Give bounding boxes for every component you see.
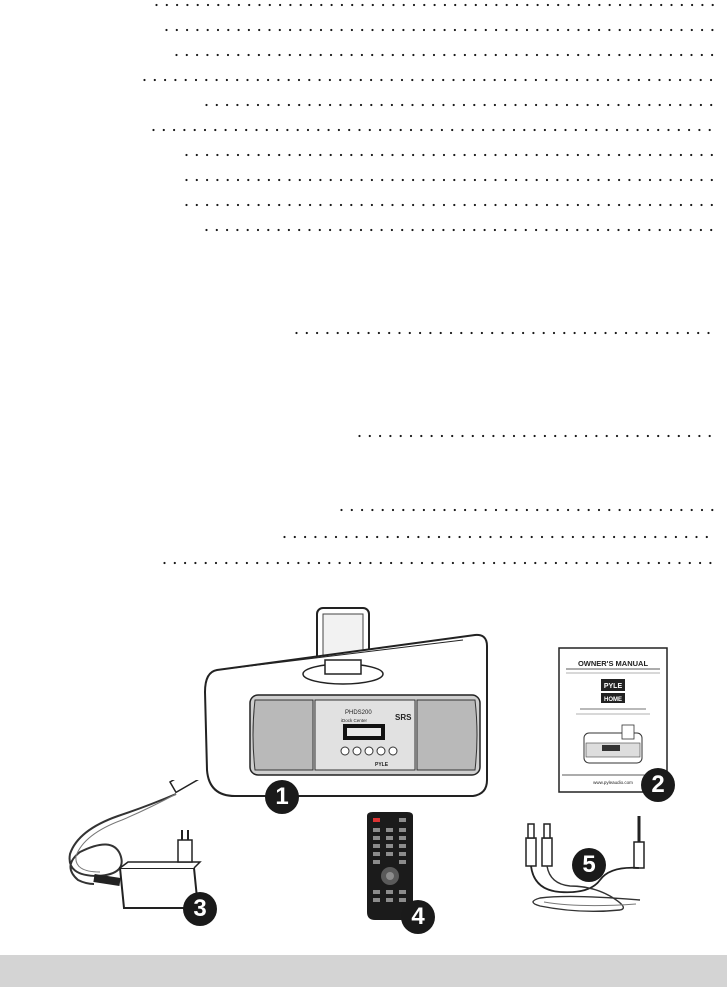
toc-leader-row [143,78,717,82]
toc-leader-row [185,203,717,207]
toc-leader-row [175,53,717,57]
device-logo-text: PYLE [375,762,389,768]
rca-cable-illustration [525,816,645,913]
manual-logo-line2: HOME [604,697,622,703]
toc-leader-row [205,228,717,232]
item-number-badge: 3 [183,892,217,926]
toc-leader-row [283,535,717,539]
toc-leader-row [295,331,717,335]
device-model-label: PHDS200 [345,710,372,716]
item-number-badge: 1 [265,780,299,814]
power-adapter-illustration [68,780,202,909]
toc-leader-row [165,28,717,32]
remote-control-illustration [367,812,413,920]
item-number-badge: 5 [572,848,606,882]
item-number-badge: 2 [641,768,675,802]
manual-logo-line1: PYLE [604,683,623,690]
manual-title: OWNER'S MANUAL [578,659,649,668]
toc-leader-row [155,3,717,7]
docking-speaker-illustration: PHDS200 iDock Center SRS PYLE [203,607,488,797]
footer-bar [0,955,727,987]
toc-leader-lines [143,3,717,565]
toc-leader-row [152,128,717,132]
item-number-badge: 4 [401,900,435,934]
owners-manual-illustration: OWNER'S MANUAL PYLE HOME www.pyleaudio.c… [558,647,668,793]
srs-badge: SRS [395,713,412,722]
toc-leader-row [185,153,717,157]
device-sublabel: iDock Center [341,718,368,723]
toc-leader-row [340,508,717,512]
toc-leader-row [205,103,717,107]
toc-leader-row [358,434,717,438]
toc-leader-row [163,561,717,565]
toc-leader-row [185,178,717,182]
manual-website: www.pyleaudio.com [593,780,633,785]
